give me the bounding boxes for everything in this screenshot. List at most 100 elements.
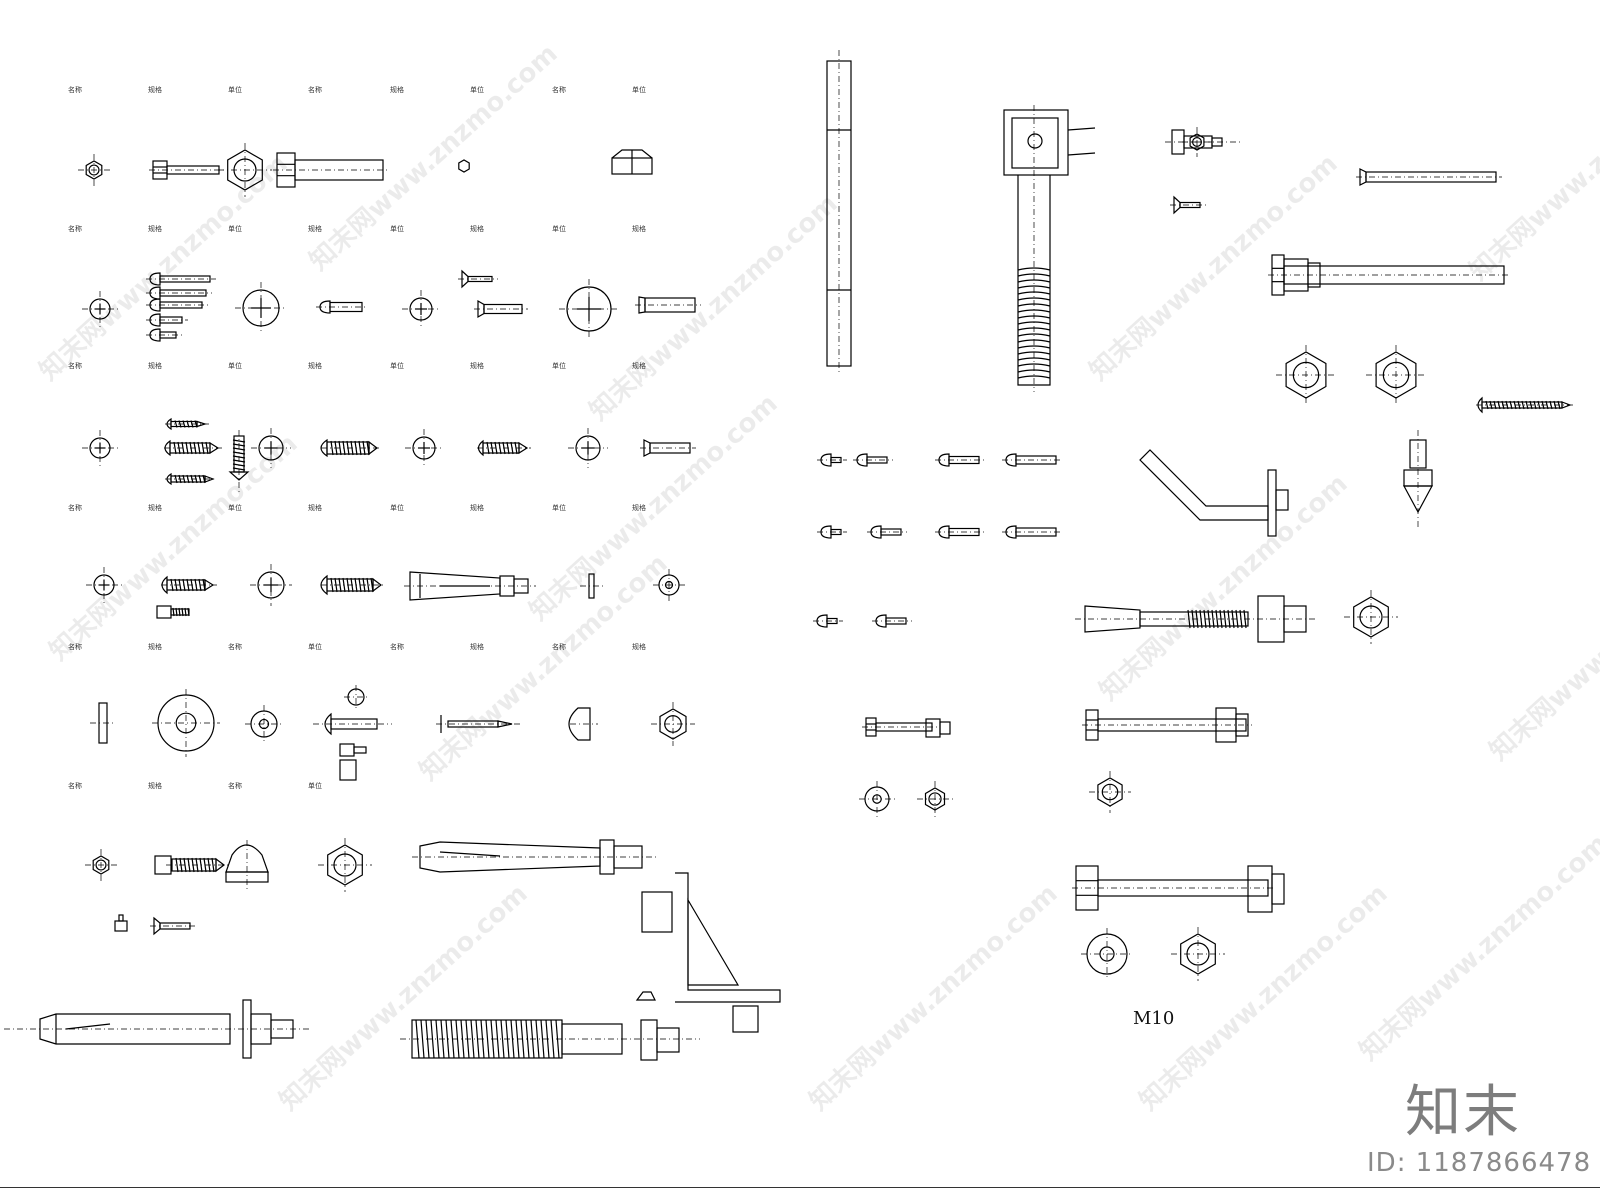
rivet-side-view	[313, 685, 392, 781]
phillips-head-view	[251, 428, 291, 468]
hex-bolt-head-view	[218, 143, 272, 197]
table-label-r4-c2: 规格	[148, 504, 162, 512]
small-screw-r3-2	[872, 614, 912, 628]
expansion-anchor-side-view	[404, 571, 536, 601]
large-phillips-head-view	[235, 282, 287, 334]
hex-bolt-side-view	[149, 160, 225, 180]
small-screw-r2-4	[1002, 525, 1062, 539]
table-label-r2-c3: 单位	[228, 225, 242, 233]
table-label-r6-c4: 单位	[308, 782, 322, 790]
table-label-r4-c8: 规格	[632, 504, 646, 512]
table-label-r1-c4: 名称	[308, 86, 322, 94]
m10-bolt-short	[862, 717, 938, 737]
table-label-r6-c1: 名称	[68, 782, 82, 790]
long-countersunk-bolt	[1356, 168, 1502, 186]
threaded-expansion-anchor	[400, 1019, 634, 1059]
table-label-r3-c1: 名称	[68, 362, 82, 370]
table-label-r3-c4: 规格	[308, 362, 322, 370]
small-washer-top-view	[653, 569, 685, 601]
table-label-r2-c7: 单位	[552, 225, 566, 233]
table-label-r3-c3: 单位	[228, 362, 242, 370]
table-label-r3-c7: 单位	[552, 362, 566, 370]
hex-flange-nut-top-view	[1366, 345, 1426, 405]
table-label-r2-c4: 规格	[308, 225, 322, 233]
m10-large-washer	[1081, 928, 1133, 980]
cap-nut-side-view	[568, 707, 598, 741]
table-label-r1-c6: 单位	[470, 86, 484, 94]
table-label-r4-c4: 规格	[308, 504, 322, 512]
small-screw-r1-4	[1002, 453, 1062, 467]
brand-logo: 知末	[1405, 1080, 1521, 1145]
washer-side-view	[90, 702, 116, 744]
table-label-r3-c2: 规格	[148, 362, 162, 370]
table-label-r3-c5: 单位	[390, 362, 404, 370]
table-label-r1-c7: 名称	[552, 86, 566, 94]
pan-screw-series-5	[146, 328, 182, 342]
small-screw-r2-2	[867, 525, 907, 539]
wood-screw-side-view	[161, 575, 217, 595]
m10-large-nut	[1171, 927, 1225, 981]
hex-nut-top-view	[651, 702, 695, 746]
wood-screw-side-view	[1476, 396, 1574, 414]
table-label-r6-c2: 规格	[148, 782, 162, 790]
long-rod-side-view	[826, 50, 852, 372]
small-hex-nut-view	[458, 159, 470, 173]
table-label-r4-c5: 单位	[390, 504, 404, 512]
m10-nut-medium	[1215, 707, 1249, 743]
small-cap-icon	[635, 991, 656, 1001]
wood-screw-side-view	[164, 439, 222, 457]
hex-nut-top-view-right	[1276, 345, 1336, 405]
table-label-r3-c6: 规格	[470, 362, 484, 370]
m10-bolt-medium	[1082, 709, 1252, 741]
table-label-r2-c8: 规格	[632, 225, 646, 233]
table-label-r4-c3: 单位	[228, 504, 242, 512]
size-label-m10: M10	[1133, 1008, 1175, 1029]
small-screw-r1-3	[935, 453, 985, 467]
table-label-r5-c1: 名称	[68, 643, 82, 651]
drive-pin-side-view	[436, 715, 520, 733]
small-countersunk-screw	[150, 916, 196, 936]
table-label-r2-c2: 规格	[148, 225, 162, 233]
m10-nut-short	[925, 718, 951, 738]
l-anchor-with-plate	[1003, 105, 1096, 392]
table-label-r5-c2: 规格	[148, 643, 162, 651]
wedge-anchor-bolt-right	[1075, 595, 1318, 643]
phillips-head-view	[405, 429, 443, 467]
countersunk-screw-side-view	[458, 269, 498, 289]
table-label-r5-c7: 名称	[552, 643, 566, 651]
vertical-stud-anchor	[1402, 430, 1434, 530]
large-phillips-head-view-2	[559, 279, 619, 339]
large-hex-top-view	[318, 838, 372, 892]
table-label-r1-c2: 规格	[148, 86, 162, 94]
hex-head-top-view	[78, 154, 110, 186]
table-label-r2-c5: 单位	[390, 225, 404, 233]
wedge-anchor-side-view	[4, 999, 310, 1059]
phillips-head-view	[86, 567, 122, 603]
wood-screw-side-view	[320, 574, 385, 596]
m10-washer-view	[859, 781, 895, 817]
table-label-r4-c7: 单位	[552, 504, 566, 512]
table-label-r5-c8: 规格	[632, 643, 646, 651]
table-label-r5-c4: 单位	[308, 643, 322, 651]
phillips-head-view	[82, 291, 118, 327]
wood-screw-side-view	[477, 439, 531, 457]
table-label-r5-c6: 规格	[470, 643, 484, 651]
wood-screw-side-view	[165, 417, 209, 431]
angle-bracket	[641, 872, 781, 1033]
small-screw-r1-1	[817, 453, 847, 467]
m10-nut-long	[1247, 865, 1285, 913]
tapping-screw-vertical	[228, 430, 250, 492]
countersunk-wood-screw	[640, 439, 696, 457]
acorn-nut-side-view	[225, 840, 269, 890]
pan-screw-series-4	[146, 313, 188, 327]
small-screw-r3-1	[813, 614, 843, 628]
anchor-nut-top-view	[1344, 590, 1398, 644]
table-label-r5-c5: 名称	[390, 643, 404, 651]
table-label-r1-c8: 单位	[632, 86, 646, 94]
nut-on-long-bolt	[1283, 258, 1321, 292]
table-label-r2-c1: 名称	[68, 225, 82, 233]
flat-washer-side	[580, 573, 604, 599]
small-bracket-icon	[114, 914, 128, 932]
table-label-r5-c3: 名称	[228, 643, 242, 651]
